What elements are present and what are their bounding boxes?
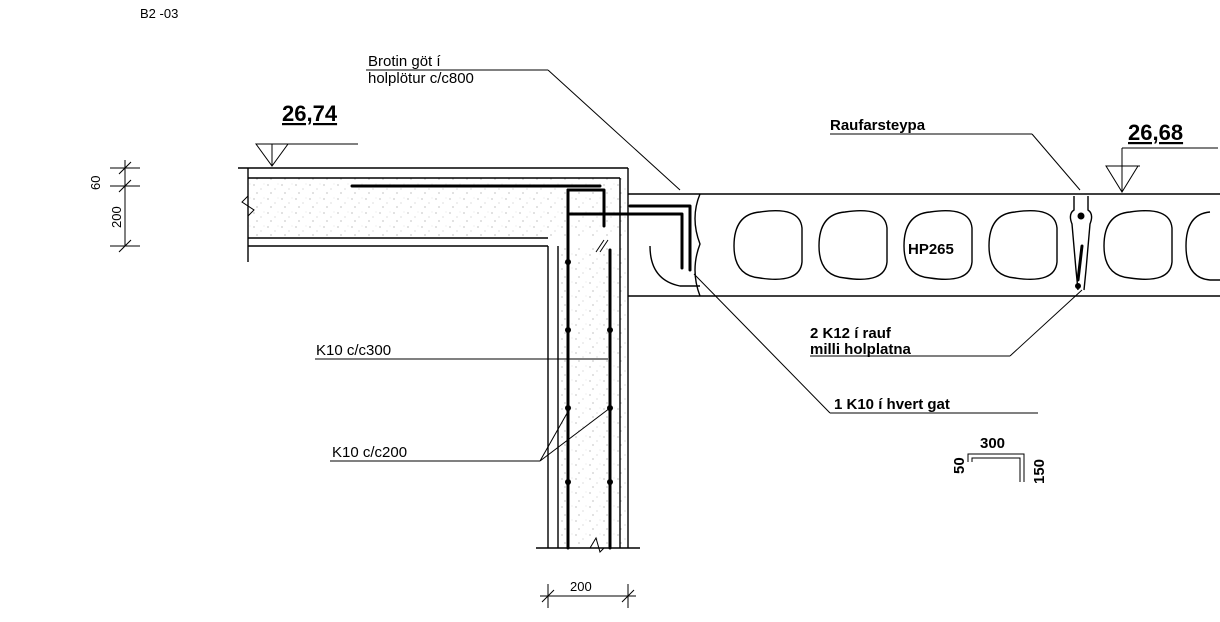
wall-bar-300-label: K10 c/c300 — [316, 342, 391, 359]
hollow-core-slab — [568, 193, 1220, 297]
bar-slot-label-line2: milli holplatna — [810, 341, 911, 358]
level-marker-right — [1105, 147, 1218, 193]
hook-sketch — [967, 453, 1025, 482]
dim-hook-length: 300 — [980, 435, 1005, 452]
bar-slot-label-line1: 2 K12 í rauf — [810, 325, 892, 342]
dim-slab-depth: 200 — [109, 206, 124, 228]
bar-hole-label: 1 K10 í hvert gat — [834, 396, 950, 413]
holes-label-line2: holplötur c/c800 — [368, 70, 474, 87]
holes-label-line1: Brotin göt í — [368, 53, 441, 70]
wall-dimension — [540, 584, 636, 608]
level-left: 26,74 — [282, 101, 338, 126]
slab-type-label: HP265 — [908, 241, 954, 258]
left-slab — [238, 167, 628, 262]
level-right: 26,68 — [1128, 120, 1183, 145]
slab-dimension — [110, 160, 140, 253]
level-marker-left — [255, 143, 358, 167]
wall — [536, 168, 640, 553]
wall-bar-200-label: K10 c/c200 — [332, 444, 407, 461]
grout-label: Raufarsteypa — [830, 117, 926, 134]
dim-slab-top: 60 — [88, 176, 103, 190]
leader-lines — [315, 69, 1083, 462]
drawing-reference: B2 -03 — [140, 6, 178, 21]
dim-wall-width: 200 — [570, 579, 592, 594]
dim-hook-leg-left: 50 — [951, 457, 968, 474]
dim-hook-leg-right: 150 — [1031, 459, 1048, 484]
